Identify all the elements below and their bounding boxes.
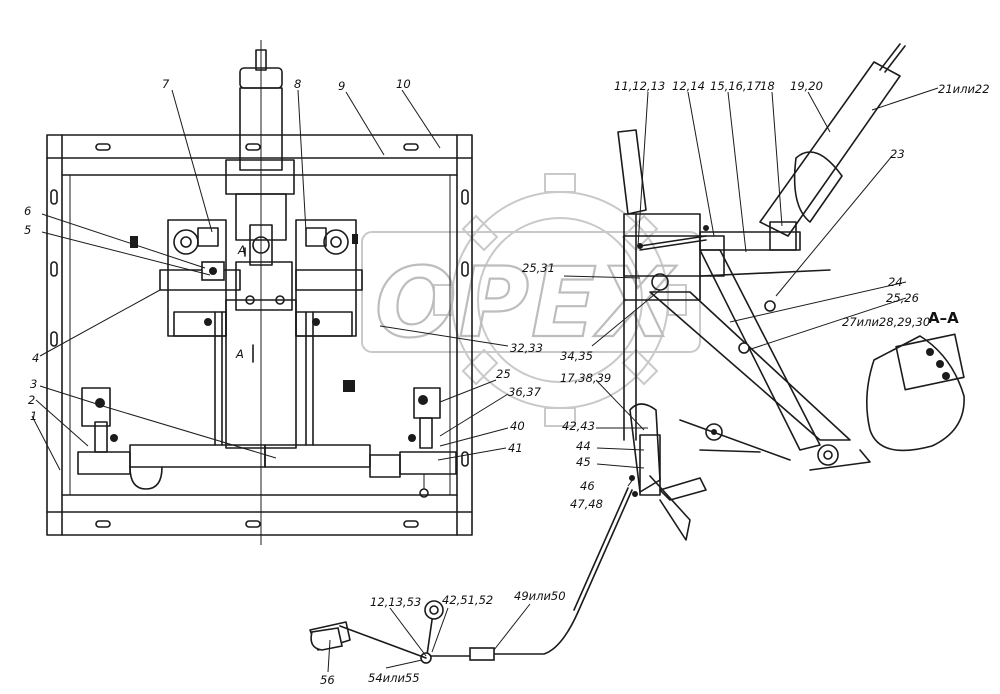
bottom-linkage xyxy=(309,487,633,664)
label-54-or-55: 54или55 xyxy=(368,671,420,685)
label-56: 56 xyxy=(320,673,335,687)
section-detail xyxy=(866,333,965,452)
label-21-or-22: 21или22 xyxy=(938,82,990,96)
label-17-38-39: 17,38,39 xyxy=(560,371,611,385)
label-5: 5 xyxy=(24,223,31,237)
right-side-view xyxy=(617,43,906,541)
label-25-26: 25,26 xyxy=(886,291,919,305)
label-section-a-bottom: A xyxy=(235,347,244,361)
label-11-12-13: 11,12,13 xyxy=(614,79,665,93)
label-7: 7 xyxy=(162,77,170,91)
section-marks xyxy=(244,247,254,363)
pedal-shaft xyxy=(77,387,457,498)
label-40: 40 xyxy=(510,419,525,433)
bracket-assembly xyxy=(130,219,363,392)
label-32-33: 32,33 xyxy=(510,341,543,355)
steering-column xyxy=(214,40,314,545)
label-18: 18 xyxy=(760,79,775,93)
label-36-37: 36,37 xyxy=(508,385,542,399)
watermark: OPEX xyxy=(361,173,701,427)
label-49-or-50: 49или50 xyxy=(514,589,566,603)
label-4: 4 xyxy=(32,351,39,365)
label-12-13-53: 12,13,53 xyxy=(370,595,421,609)
label-1: 1 xyxy=(30,409,37,423)
leader-lines xyxy=(31,87,939,673)
label-47-48: 47,48 xyxy=(570,497,603,511)
label-9: 9 xyxy=(338,79,345,93)
label-section-a-top: A xyxy=(237,243,246,257)
label-24: 24 xyxy=(888,275,903,289)
label-2: 2 xyxy=(28,393,35,407)
left-frame xyxy=(46,134,473,536)
label-12-14: 12,14 xyxy=(672,79,705,93)
label-46: 46 xyxy=(580,479,595,493)
label-23: 23 xyxy=(890,147,905,161)
label-25-left: 25 xyxy=(496,367,511,381)
label-25-31: 25,31 xyxy=(522,261,555,275)
callout-labels: 7 8 9 10 6 5 4 3 2 1 A A 32,33 25 36,37 … xyxy=(24,77,990,687)
label-44: 44 xyxy=(576,439,591,453)
label-8: 8 xyxy=(294,77,301,91)
label-42-43: 42,43 xyxy=(562,419,595,433)
label-10: 10 xyxy=(396,77,411,91)
label-19-20: 19,20 xyxy=(790,79,823,93)
label-27-28-29-30: 27или28,29,30 xyxy=(842,315,930,329)
label-15-16-17: 15,16,17 xyxy=(710,79,762,93)
label-3: 3 xyxy=(30,377,37,391)
label-42-51-52: 42,51,52 xyxy=(442,593,493,607)
label-34-35: 34,35 xyxy=(560,349,593,363)
label-6: 6 xyxy=(24,204,31,218)
watermark-text: OPEX xyxy=(375,247,677,359)
label-41: 41 xyxy=(508,441,523,455)
label-45: 45 xyxy=(576,455,591,469)
section-title: A–A xyxy=(928,309,959,327)
